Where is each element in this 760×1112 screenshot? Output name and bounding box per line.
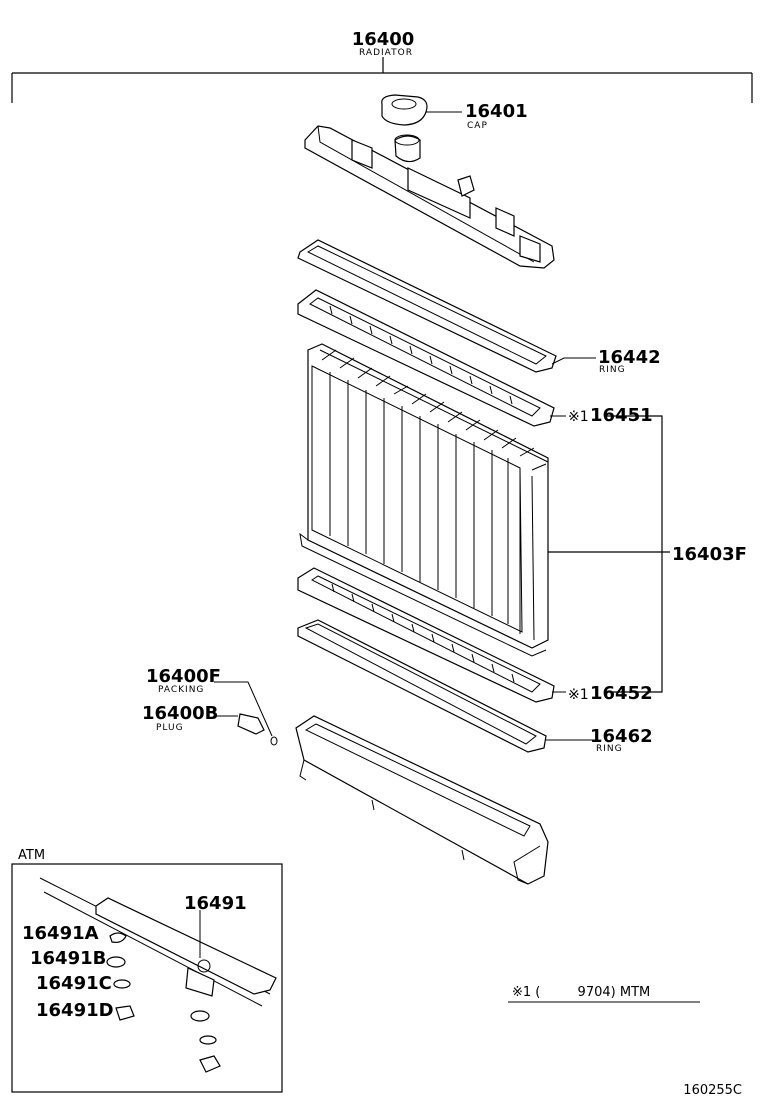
core-bracket — [606, 415, 663, 693]
atm-16491-number[interactable]: 16491 — [184, 893, 247, 914]
assembly-bracket — [11, 57, 753, 103]
drain-plug-drawing — [237, 713, 278, 746]
plug-name: PLUG — [156, 723, 184, 733]
upper-ring-number[interactable]: 16442 — [598, 347, 661, 368]
assembly-number[interactable]: 16400 — [352, 29, 415, 50]
atm-16491d-number[interactable]: 16491D — [36, 1000, 114, 1021]
core-number[interactable]: 16403F — [672, 544, 747, 565]
atm-16491b-number[interactable]: 16491B — [30, 948, 106, 969]
packing-name: PACKING — [158, 685, 204, 695]
cap-name: CAP — [467, 121, 488, 131]
atm-bracket-drawing — [39, 877, 277, 1073]
radiator-core-drawing — [299, 343, 549, 657]
upper-tank-drawing — [304, 125, 555, 269]
lower-gasket-prefix: ※1 — [568, 687, 589, 703]
figure-code: 160255C — [683, 1083, 742, 1098]
lower-ring-drawing — [297, 619, 547, 753]
upper-ring-name: RING — [599, 365, 626, 375]
radiator-cap-drawing — [381, 94, 428, 126]
lower-tank-drawing — [295, 715, 549, 885]
upper-ring-drawing — [297, 239, 557, 373]
assembly-name: RADIATOR — [359, 48, 413, 58]
upper-gasket-drawing — [297, 289, 555, 427]
atm-16491c-number[interactable]: 16491C — [36, 973, 112, 994]
lower-ring-name: RING — [596, 744, 623, 754]
upper-gasket-prefix: ※1 — [568, 409, 589, 425]
footnote: ※1 ( 9704) MTM — [512, 985, 650, 1000]
plug-number[interactable]: 16400B — [142, 703, 218, 724]
cap-number[interactable]: 16401 — [465, 101, 528, 122]
atm-inset-frame — [11, 863, 283, 1093]
lower-gasket-drawing — [297, 567, 555, 703]
packing-number[interactable]: 16400F — [146, 666, 221, 687]
lower-gasket-number[interactable]: 16452 — [590, 683, 653, 704]
lower-ring-number[interactable]: 16462 — [590, 726, 653, 747]
atm-label: ATM — [18, 848, 45, 863]
atm-16491a-number[interactable]: 16491A — [22, 923, 99, 944]
upper-ring-leader — [551, 357, 596, 365]
packing-leader — [214, 681, 273, 737]
